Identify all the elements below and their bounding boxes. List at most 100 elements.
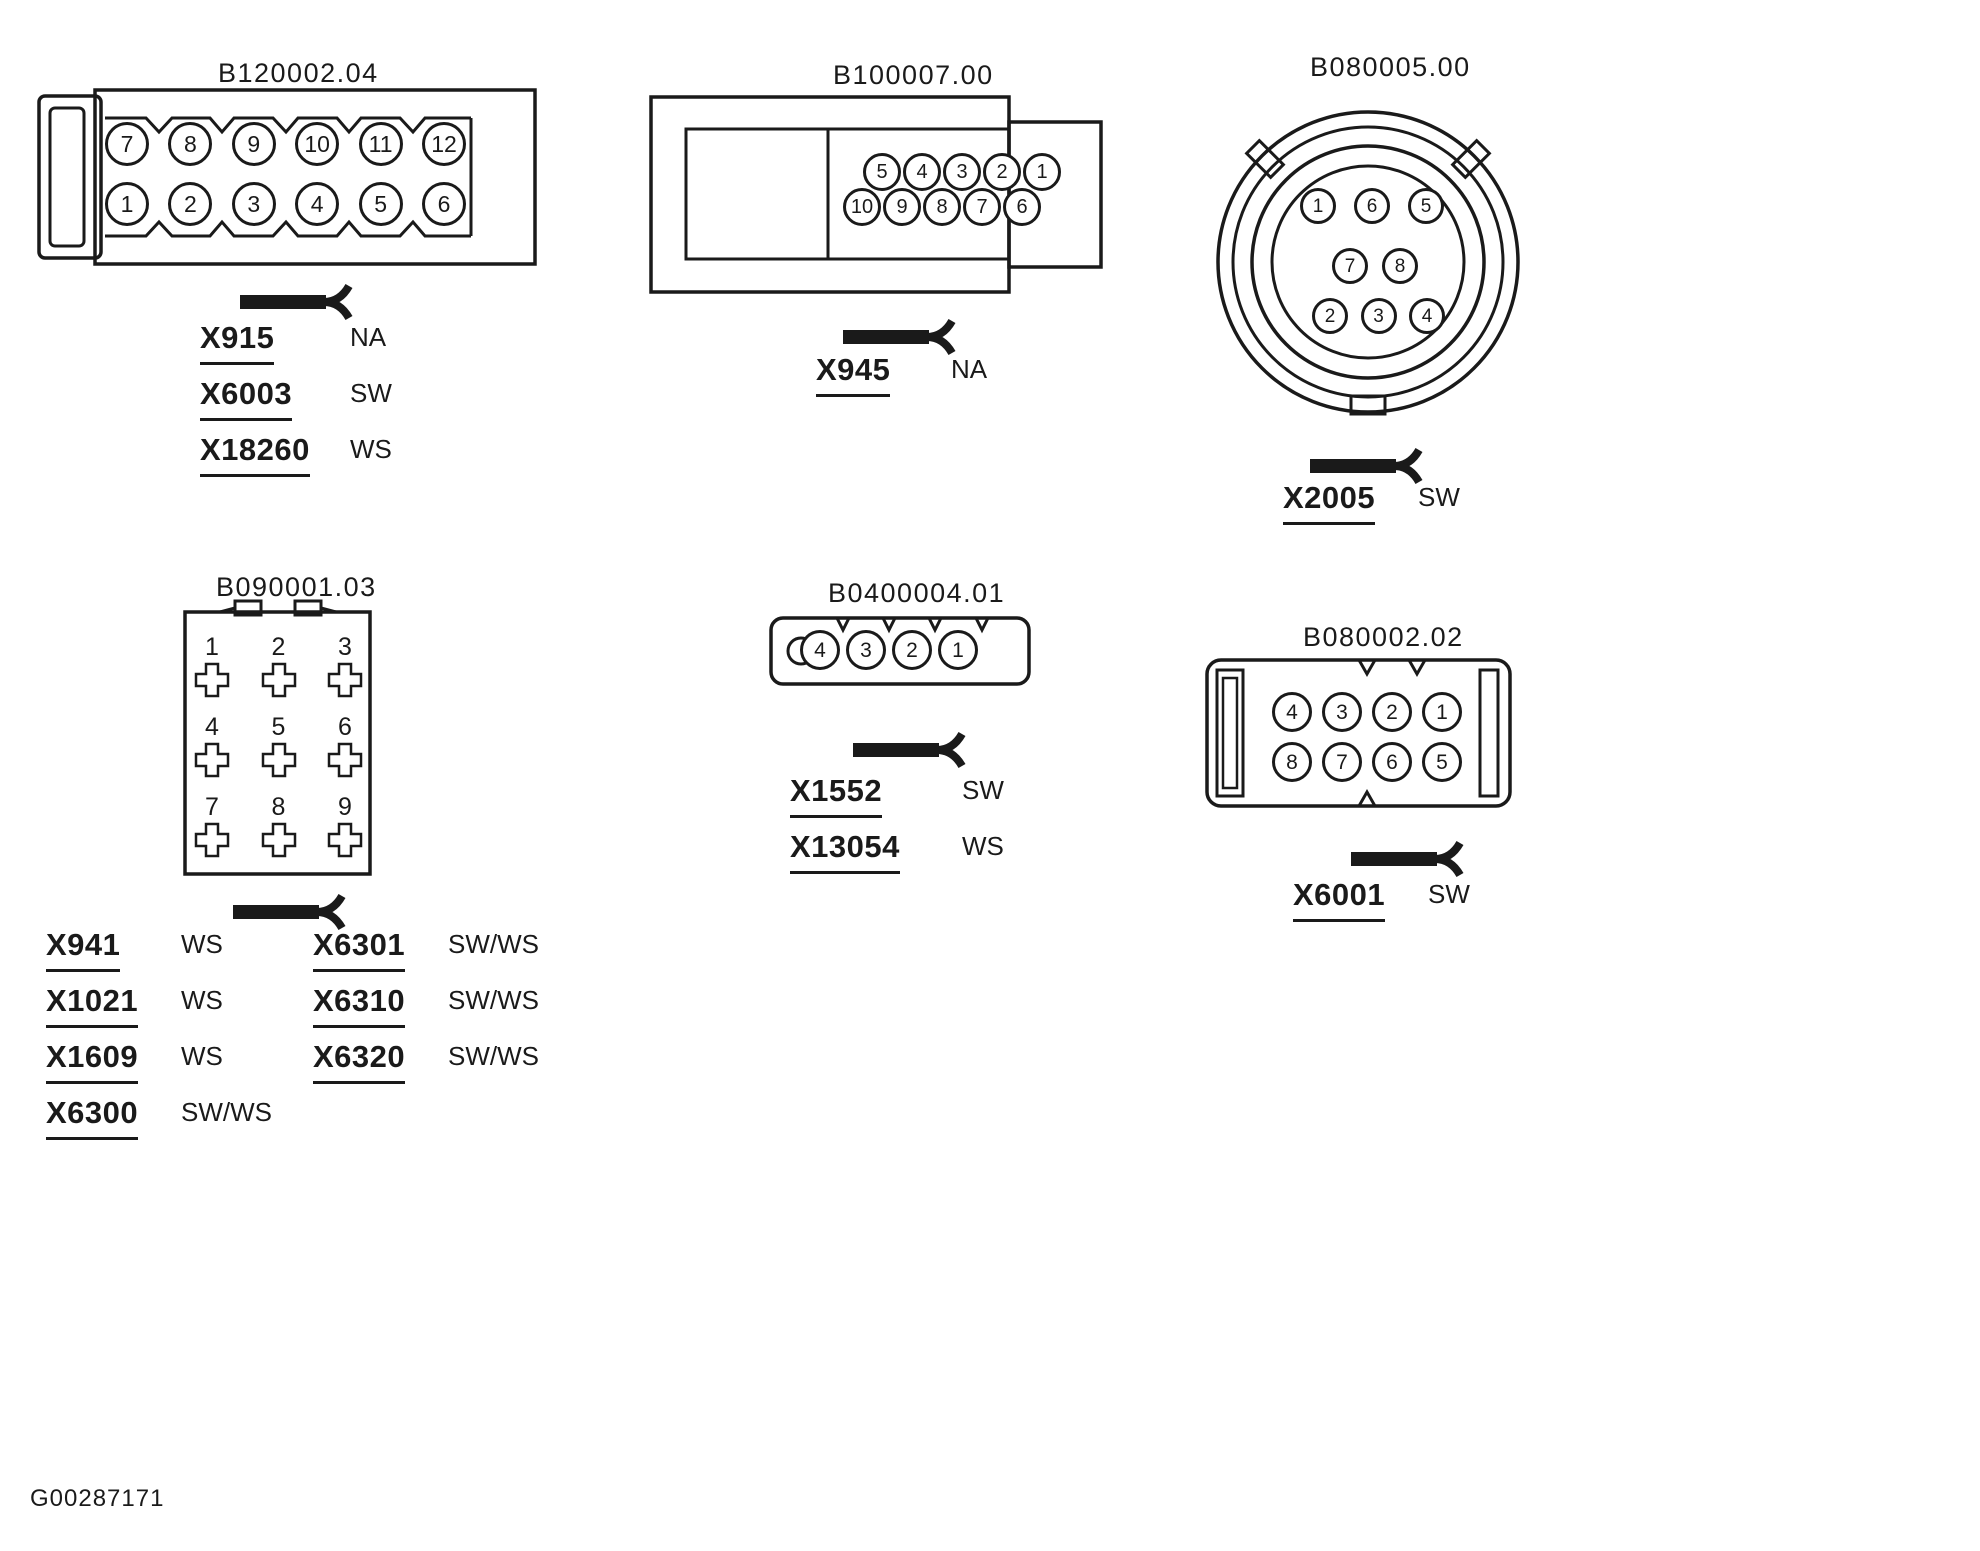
pin-8: 8 xyxy=(923,188,961,226)
pin-6: 6 xyxy=(422,182,466,226)
connector-body-drawing xyxy=(183,599,372,876)
connector-ref-id: X6320 xyxy=(313,1039,406,1084)
wire-pigtail-icon xyxy=(853,728,973,772)
pin-number: 9 xyxy=(338,793,352,821)
pin-6: 6 xyxy=(1003,188,1041,226)
pin-4: 4 xyxy=(1272,692,1312,732)
cross-pin-icon xyxy=(261,822,296,858)
pin-number: 1 xyxy=(205,633,219,661)
wire-color-code: SW/WS xyxy=(448,929,539,959)
wire-color-code: WS xyxy=(350,434,392,464)
pin-5: 5 xyxy=(1422,742,1462,782)
pin-1: 1 xyxy=(190,635,234,698)
wire-color-code: SW/WS xyxy=(448,1041,539,1071)
connector-labels: X6001 SW xyxy=(1293,877,1573,933)
connector-ref-id: X6003 xyxy=(200,376,293,421)
figure-code: G00287171 xyxy=(30,1485,165,1512)
pin-number: 2 xyxy=(271,633,286,661)
pin-8: 8 xyxy=(1382,248,1418,284)
wire-color-code: WS xyxy=(181,929,223,959)
connector-ref-id: X2005 xyxy=(1283,480,1376,525)
pin-12: 12 xyxy=(422,122,466,166)
connector-ref-label: X6001 SW xyxy=(1293,877,1573,922)
connector-ref-id: X941 xyxy=(46,927,121,972)
cross-pin-icon xyxy=(194,742,230,778)
wire-color-code: SW xyxy=(1428,879,1470,909)
pin-4: 4 xyxy=(1409,298,1445,334)
pin-5: 5 xyxy=(1408,188,1444,224)
connector-part-number: B080005.00 xyxy=(1310,52,1471,82)
connector-ref-id: X945 xyxy=(816,352,891,397)
pin-number: 3 xyxy=(338,633,352,661)
connector-ref-label: X941 WS xyxy=(46,927,326,972)
pin-4: 4 xyxy=(190,715,234,778)
pin-3: 3 xyxy=(231,182,276,226)
pin-9: 9 xyxy=(323,795,367,858)
connector-ref-id: X13054 xyxy=(790,829,900,874)
pin-4: 4 xyxy=(903,153,941,191)
wire-color-code: SW xyxy=(350,378,392,408)
pin-1: 1 xyxy=(1422,692,1462,732)
wire-color-code: SW xyxy=(962,775,1004,805)
pin-2: 2 xyxy=(892,630,932,670)
connector-part-number: B0400004.01 xyxy=(828,578,1006,608)
pin-6: 6 xyxy=(1354,188,1390,224)
wire-color-code: WS xyxy=(181,1041,223,1071)
cross-pin-icon xyxy=(327,662,363,698)
wire-pigtail-icon xyxy=(1351,837,1471,881)
pin-5: 5 xyxy=(863,153,901,191)
cross-pin-icon xyxy=(261,742,296,778)
connector-body-drawing xyxy=(37,88,537,266)
pin-5: 5 xyxy=(257,715,301,778)
connector-ref-label: X13054 WS xyxy=(790,829,1070,874)
cross-pin-icon xyxy=(194,662,230,698)
pin-7: 7 xyxy=(105,122,149,166)
pin-3: 3 xyxy=(323,635,367,698)
pin-5: 5 xyxy=(358,182,403,226)
connector-body-drawing xyxy=(1205,658,1512,808)
pin-2: 2 xyxy=(983,153,1021,191)
connector-ref-label: X6320 SW/WS xyxy=(313,1039,593,1084)
pin-3: 3 xyxy=(943,153,981,191)
pin-number: 6 xyxy=(338,713,352,741)
connector-ref-id: X6310 xyxy=(313,983,406,1028)
connector-part-number: B080002.02 xyxy=(1303,622,1464,652)
pin-11: 11 xyxy=(358,122,403,166)
pin-7: 7 xyxy=(1332,248,1368,284)
wire-color-code: SW/WS xyxy=(448,985,539,1015)
pin-10: 10 xyxy=(295,122,340,166)
connector-part-number: B090001.03 xyxy=(216,572,377,602)
pin-1: 1 xyxy=(1300,188,1336,224)
connector-ref-id: X6001 xyxy=(1293,877,1386,922)
connector-ref-id: X18260 xyxy=(200,432,310,477)
pin-8: 8 xyxy=(168,122,213,166)
wire-color-code: SW/WS xyxy=(181,1097,272,1127)
pin-8: 8 xyxy=(1272,742,1312,782)
pin-7: 7 xyxy=(1322,742,1362,782)
pin-number: 4 xyxy=(205,713,219,741)
pin-6: 6 xyxy=(1372,742,1412,782)
connector-part-number: B120002.04 xyxy=(218,58,379,88)
cross-pin-icon xyxy=(194,822,230,858)
pin-1: 1 xyxy=(105,182,149,226)
cross-pin-icon xyxy=(261,662,296,698)
pin-1: 1 xyxy=(1023,153,1061,191)
wire-color-code: WS xyxy=(962,831,1004,861)
pin-8: 8 xyxy=(257,795,301,858)
